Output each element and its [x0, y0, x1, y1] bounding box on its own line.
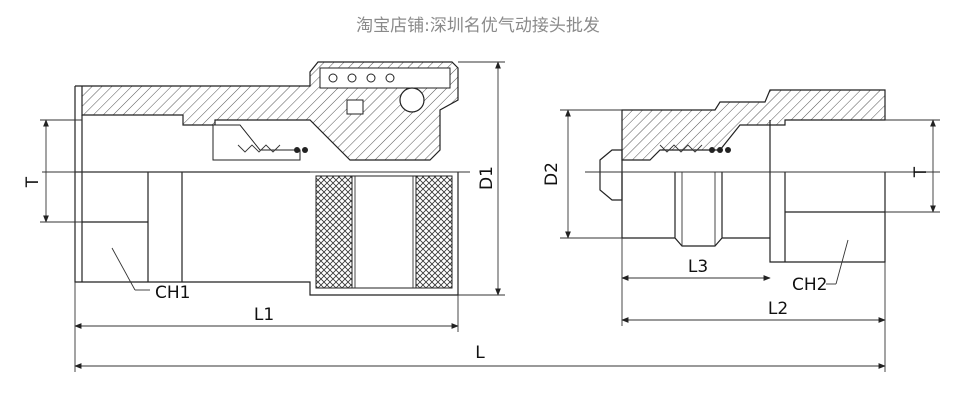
leader-CH1: [111, 247, 136, 291]
male-nose-tip: [599, 149, 623, 201]
knurl-grip-right: [415, 175, 453, 289]
label-D2: D2: [542, 162, 562, 186]
male-valve-spring: [659, 144, 703, 153]
male-body-upper-section: [621, 89, 886, 161]
label-T-left: T: [23, 176, 43, 188]
male-o-ring-2: [717, 147, 723, 153]
knurl-grip-left: [315, 175, 353, 289]
label-L1: L1: [254, 305, 274, 325]
spring-coil-3: [366, 73, 376, 83]
ball-upper: [399, 87, 425, 113]
sleeve-center-body: [351, 175, 417, 289]
spring-coil-2: [347, 73, 357, 83]
label-CH1: CH1: [155, 283, 190, 303]
o-ring-2: [302, 147, 308, 153]
label-L2: L2: [768, 299, 788, 319]
spring-coil-4: [385, 73, 395, 83]
male-body-outline: [621, 120, 886, 263]
leader-CH2: [835, 239, 849, 285]
label-T-right: T: [911, 166, 931, 178]
spring-coil-1: [328, 73, 338, 83]
valve-spring: [237, 144, 281, 153]
label-L3: L3: [688, 257, 708, 277]
label-CH2: CH2: [792, 275, 827, 295]
valve-seat: [212, 124, 301, 161]
label-D1: D1: [477, 166, 497, 190]
female-sleeve-section: [319, 67, 451, 89]
o-ring-1: [294, 147, 300, 153]
label-L: L: [475, 343, 485, 363]
female-coupler: [74, 61, 459, 296]
seal-ring-upper: [346, 99, 364, 115]
male-o-ring-1: [709, 147, 715, 153]
watermark-text: 淘宝店铺:深圳名优气动接头批发: [356, 16, 600, 36]
male-plug: [599, 89, 886, 263]
male-o-ring-3: [725, 147, 731, 153]
